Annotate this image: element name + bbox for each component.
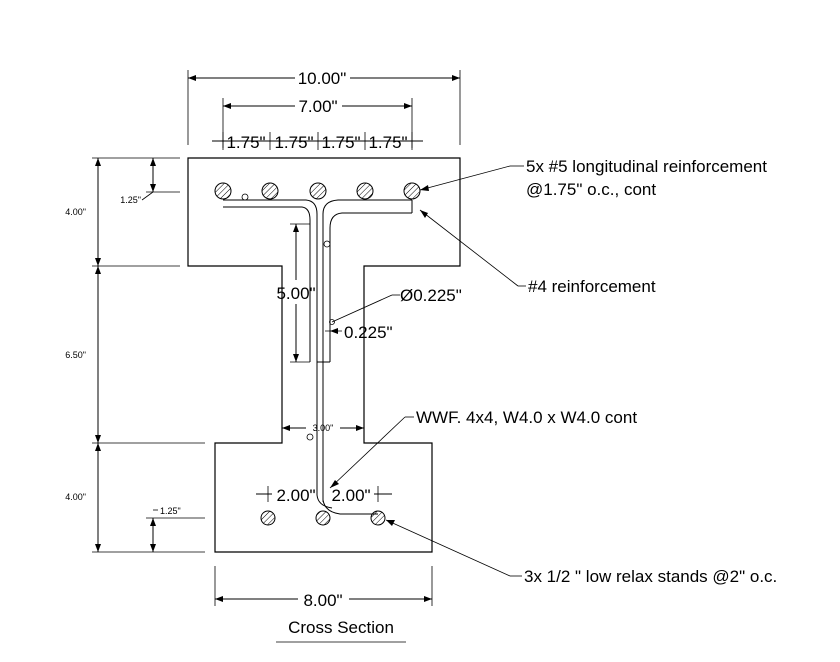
dim-web-width: 3.00" — [282, 423, 364, 433]
wire-offset-label: 0.225" — [344, 323, 393, 342]
callout-no4: #4 reinforcement — [419, 209, 656, 296]
drawing-title: Cross Section — [276, 618, 406, 643]
beam-outline — [187, 157, 461, 553]
dim-top-width: 10.00" — [187, 69, 461, 145]
callout-wire-diameter: Ø0.225" — [331, 286, 462, 323]
dim-top-cover-label: 1.25" — [120, 195, 141, 205]
dim-bottom-cover: 1.25" — [146, 506, 205, 552]
bottom-strands — [260, 433, 386, 526]
dim-stirrup-length-label: 5.00" — [276, 284, 315, 303]
callout-longitudinal-line1: 5x #5 longitudinal reinforcement — [526, 157, 767, 176]
dim-top-width-label: 10.00" — [298, 69, 347, 88]
dim-bar-spacing-row: 1.75" 1.75" 1.75" 1.75" — [212, 132, 423, 152]
dim-strand-spacing-2: 2.00" — [331, 486, 370, 505]
dim-web-height: 6.50" — [65, 350, 86, 360]
callout-strands-label: 3x 1/2 " low relax stands @2" o.c. — [524, 567, 777, 586]
dim-bottom-width-label: 8.00" — [303, 591, 342, 610]
callout-no4-label: #4 reinforcement — [528, 277, 656, 296]
dim-bar-spacing-total-label: 7.00" — [298, 97, 337, 116]
dim-stirrup-length: 5.00" — [276, 223, 316, 363]
dim-web-width-label: 3.00" — [313, 423, 334, 433]
dim-bottom-flange-height: 4.00" — [65, 492, 86, 502]
page-title: Cross Section — [288, 618, 394, 637]
dim-bar-spacing-2: 1.75" — [274, 133, 313, 152]
callout-longitudinal: 5x #5 longitudinal reinforcement @1.75" … — [419, 157, 767, 199]
dim-bottom-width: 8.00" — [214, 566, 433, 610]
callout-wwf: WWF. 4x4, W4.0 x W4.0 cont — [329, 408, 637, 489]
dim-wire-offset: 0.225" — [325, 323, 393, 342]
top-longitudinal-bars — [214, 182, 421, 201]
callout-strands: 3x 1/2 " low relax stands @2" o.c. — [385, 519, 777, 586]
dim-bottom-cover-label: 1.25" — [160, 506, 181, 516]
no4-reinforcement — [223, 199, 413, 515]
dim-bar-spacing-1: 1.75" — [226, 133, 265, 152]
wire-diameter-label: Ø0.225" — [400, 286, 462, 305]
dim-strand-spacing-1: 2.00" — [276, 486, 315, 505]
callout-longitudinal-line2: @1.75" o.c., cont — [526, 180, 656, 199]
dim-strand-spacing: 2.00" 2.00" — [256, 486, 392, 505]
dim-top-cover: 1.25" — [120, 158, 180, 205]
dim-bar-spacing-4: 1.75" — [368, 133, 407, 152]
dim-bar-spacing-total: 7.00" — [222, 97, 413, 148]
dim-bar-spacing-3: 1.75" — [321, 133, 360, 152]
callout-wwf-label: WWF. 4x4, W4.0 x W4.0 cont — [416, 408, 637, 427]
dim-left-heights: 4.00" 6.50" 4.00" — [65, 157, 205, 553]
dim-top-flange-height: 4.00" — [65, 207, 86, 217]
